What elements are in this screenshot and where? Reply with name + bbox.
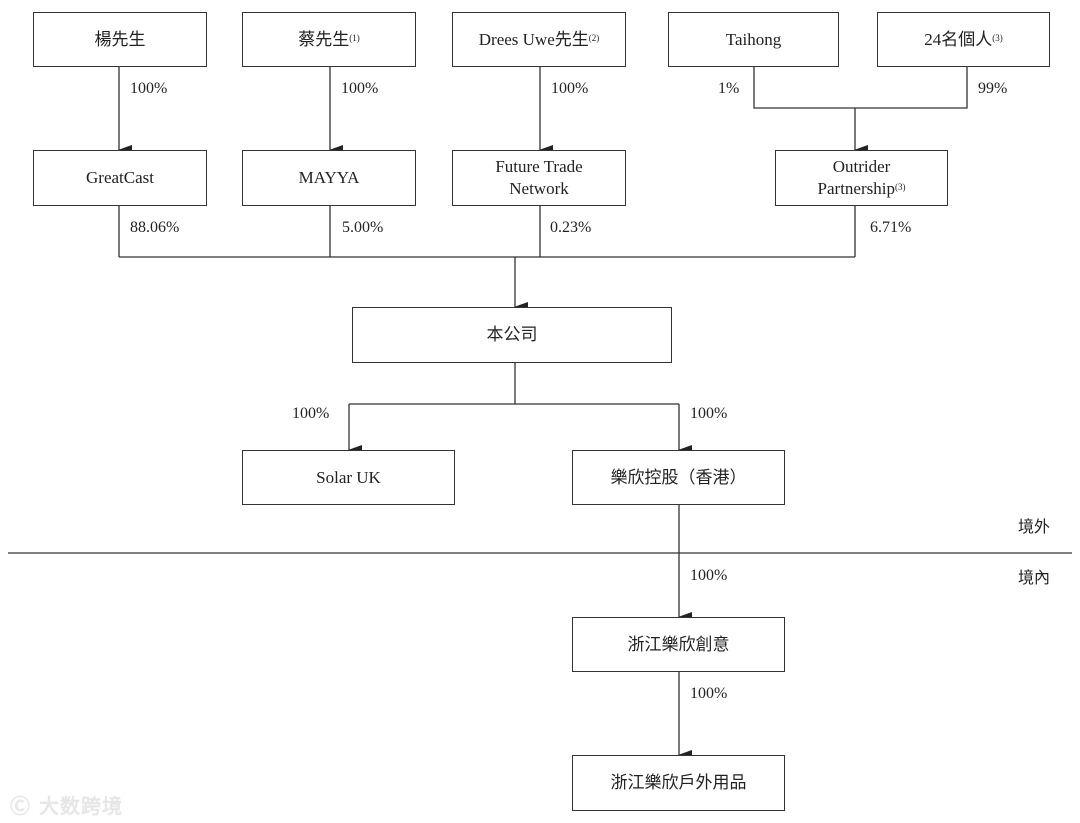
connector-outrider-partners [753,67,968,109]
footnote-ref: (1) [349,32,360,43]
entity-label: 本公司 [486,325,538,344]
pct-creative-outdoor: 100% [690,685,728,702]
entity-solar-uk: Solar UK [242,450,455,505]
entity-yang: 楊先生 [33,12,207,67]
entity-drees-uwe: Drees Uwe先生(2) [452,12,626,67]
footnote-ref: (2) [588,32,600,43]
entity-label: Solar UK [316,467,381,487]
entity-greatcast: GreatCast [33,150,207,206]
entity-label: Partnership [817,179,895,198]
entity-label: 浙江樂欣戶外用品 [610,773,747,792]
pct-cai-mayya: 100% [341,80,379,97]
pct-mayya-company: 5.00% [342,219,384,236]
entity-label: Drees Uwe先生 [478,29,589,49]
entity-zhejiang-outdoor: 浙江樂欣戶外用品 [572,755,785,811]
entity-lexin-hk: 樂欣控股（香港） [572,450,785,505]
footnote-ref: (3) [894,182,906,192]
entity-label: 蔡先生 [298,29,350,49]
entity-label: Taihong [725,29,782,49]
entity-label: Network [509,179,569,198]
watermark-logo: Ⓒ 大数跨境 [10,790,123,819]
entity-label: GreatCast [86,168,154,187]
entity-label: Outrider [832,157,891,176]
region-offshore-label: 境外 [1018,519,1051,536]
entity-company: 本公司 [352,307,672,363]
entity-24-individuals: 24名個人(3) [877,12,1050,67]
pct-company-solar: 100% [292,405,330,422]
entity-label: 24名個人 [924,29,993,49]
entity-label: MAYYA [298,168,360,187]
watermark-text: 大数跨境 [38,794,123,818]
pct-yang-greatcast: 100% [130,80,168,97]
pct-company-lexin-hk: 100% [690,405,728,422]
pct-greatcast-company: 88.06% [130,219,180,236]
entity-zhejiang-creative: 浙江樂欣創意 [572,617,785,672]
entity-mayya: MAYYA [242,150,416,206]
pct-ftn-company: 0.23% [550,219,592,236]
region-onshore-label: 境內 [1018,570,1051,587]
pct-taihong-outrider: 1% [718,80,740,97]
pct-individuals-outrider: 99% [978,80,1008,97]
pct-outrider-company: 6.71% [870,219,912,236]
pct-drees-ftn: 100% [551,80,589,97]
footnote-ref: (3) [992,32,1003,43]
entity-taihong: Taihong [668,12,839,67]
entity-label: 浙江樂欣創意 [627,634,730,654]
pct-hk-creative: 100% [690,567,728,584]
watermark-icon: Ⓒ [10,794,31,818]
entity-label: 樂欣控股（香港） [610,467,747,487]
entity-label: 楊先生 [94,29,146,49]
entity-cai: 蔡先生(1) [242,12,416,67]
entity-label: Future Trade [495,157,583,176]
